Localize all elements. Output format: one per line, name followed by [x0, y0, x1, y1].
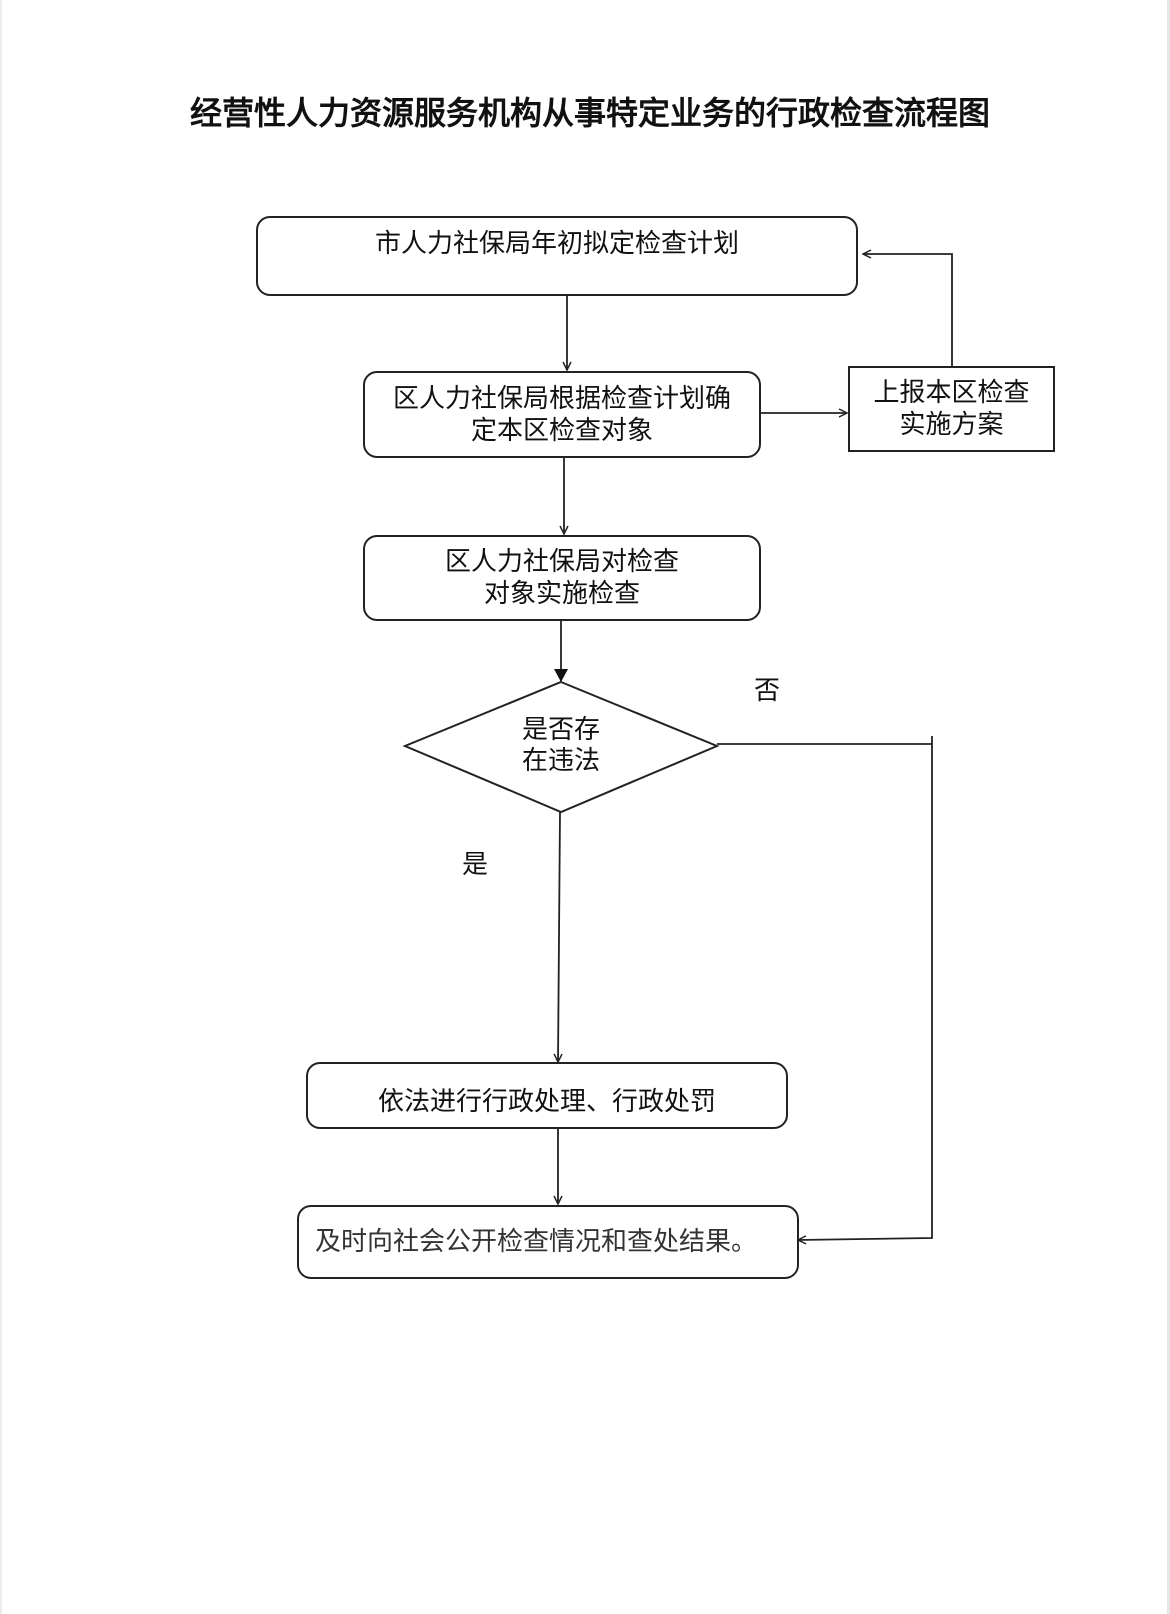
node-punish: 依法进行行政处理、行政处罚	[306, 1062, 788, 1129]
decision-text-line1: 是否存	[521, 715, 600, 745]
node-inspect-line2: 对象实施检查	[483, 579, 640, 609]
arrow-no-to-publish	[717, 743, 933, 1240]
page-edge-right	[1167, 0, 1170, 1614]
node-city-plan-text: 市人力社保局年初拟定检查计划	[374, 229, 739, 259]
node-punish-text: 依法进行行政处理、行政处罚	[377, 1086, 716, 1117]
decision-text: 是否存 在违法	[491, 715, 631, 777]
arrow-yes-to-punish	[558, 811, 560, 1062]
label-no: 否	[754, 676, 781, 706]
decision-diamond	[402, 680, 720, 814]
arrow-report-to-city	[863, 254, 953, 366]
node-inspect: 区人力社保局对检查 对象实施检查	[363, 535, 761, 621]
decision-text-line2: 在违法	[521, 746, 600, 776]
node-report-plan: 上报本区检查 实施方案	[848, 366, 1055, 452]
node-report-plan-line1: 上报本区检查	[873, 378, 1030, 408]
page-edge-left	[0, 0, 2, 1614]
node-report-plan-line2: 实施方案	[899, 410, 1004, 440]
node-publish-text: 及时向社会公开检查情况和查处结果。	[315, 1227, 758, 1257]
node-district-determine-line1: 区人力社保局根据检查计划确	[392, 383, 731, 414]
page-title: 经营性人力资源服务机构从事特定业务的行政检查流程图	[190, 94, 991, 132]
node-inspect-line1: 区人力社保局对检查	[444, 547, 679, 577]
node-publish: 及时向社会公开检查情况和查处结果。	[297, 1205, 799, 1279]
node-district-determine-line2: 定本区检查对象	[470, 415, 653, 446]
node-city-plan: 市人力社保局年初拟定检查计划	[256, 216, 858, 296]
node-district-determine: 区人力社保局根据检查计划确 定本区检查对象	[363, 371, 761, 458]
label-yes: 是	[462, 850, 489, 880]
